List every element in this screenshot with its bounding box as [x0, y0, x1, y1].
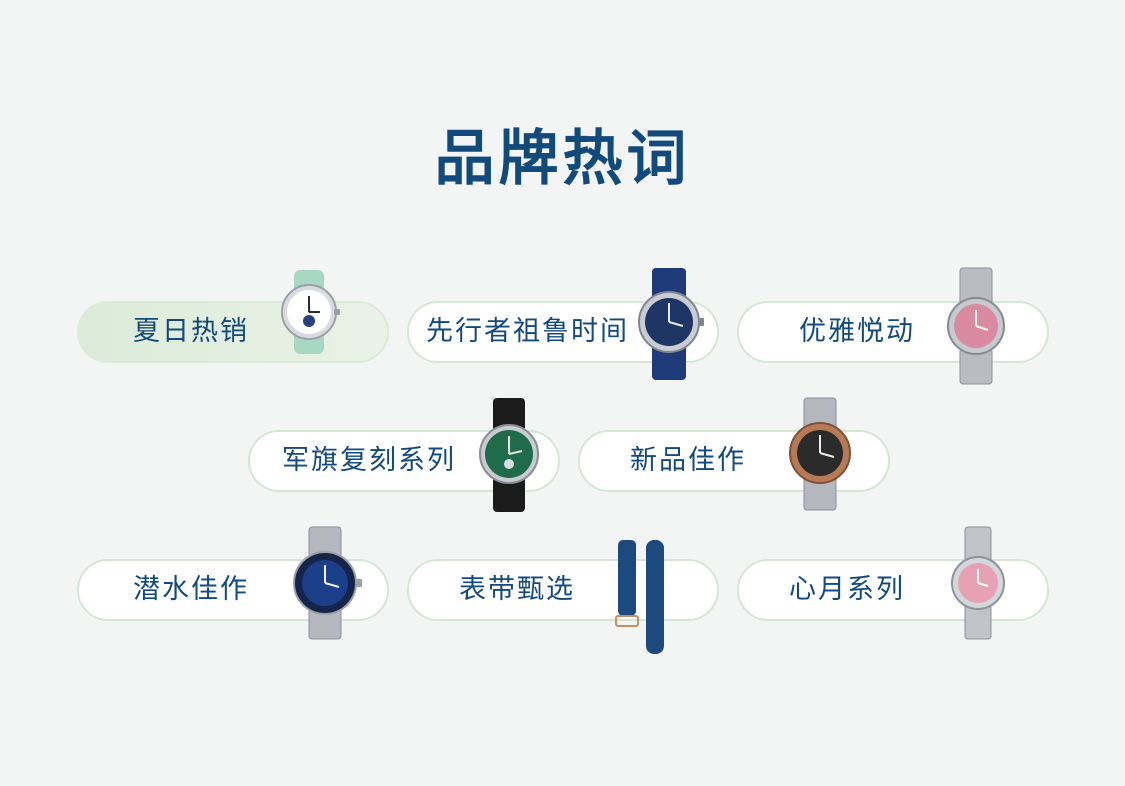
- keyword-label: 新品佳作: [630, 445, 746, 476]
- pink-dial-ladies-watch-icon: [951, 526, 1005, 640]
- keyword-label: 夏日热销: [133, 316, 249, 347]
- keyword-label: 表带甄选: [459, 574, 575, 605]
- blue-leather-strap-icon: [615, 540, 664, 654]
- keyword-label: 优雅悦动: [799, 316, 915, 347]
- keyword-label: 先行者祖鲁时间: [426, 316, 629, 347]
- blue-gmt-watch-icon: [638, 268, 704, 380]
- keyword-label: 军旗复刻系列: [282, 445, 456, 476]
- page-title: 品牌热词: [434, 124, 691, 194]
- white-moonphase-watch-icon: [281, 270, 340, 354]
- keyword-label: 心月系列: [789, 574, 905, 605]
- green-dial-leather-watch-icon: [479, 398, 539, 512]
- bronze-bezel-steel-watch-icon: [789, 397, 851, 511]
- keyword-pill-straps-selection[interactable]: 表带甄选: [407, 559, 719, 621]
- keyword-label: 潜水佳作: [133, 574, 249, 605]
- pink-dial-steel-watch-icon: [947, 267, 1005, 385]
- blue-diver-watch-icon: [293, 526, 362, 640]
